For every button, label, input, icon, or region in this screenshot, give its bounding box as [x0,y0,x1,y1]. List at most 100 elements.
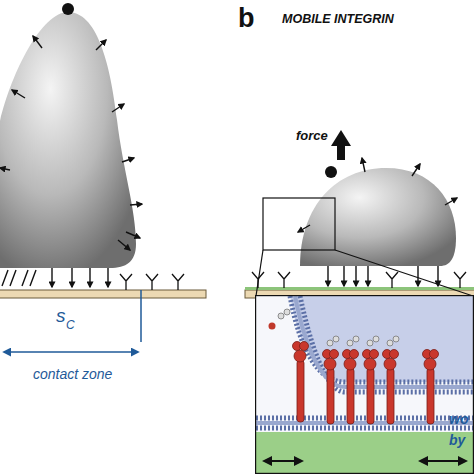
bound-integrin [355,266,356,286]
integrin [297,360,304,422]
bound-integrin [107,268,108,287]
ligand [252,272,466,288]
glycan [284,309,290,315]
bound-integrin [417,266,418,286]
glycan [347,340,353,346]
surface-receptor [118,240,130,250]
surface-receptor [362,158,365,172]
ligand [120,274,132,290]
substrate [0,290,206,298]
integrin [330,350,339,359]
bound-integrin [2,270,8,286]
bound-integrin [71,268,72,287]
substrate [245,287,474,290]
surface-receptor [122,158,134,162]
bound-integrin [343,266,344,286]
surface-receptor [0,36,142,250]
ligand [120,274,184,290]
integrin [387,368,394,424]
ligand [454,272,466,288]
surface-receptor [33,36,42,48]
bound-integrin [367,266,368,286]
integrin [424,358,436,370]
diffusion-arrow [420,460,466,462]
bound-integrin [328,266,438,286]
integrin [367,368,374,424]
glycan [353,336,359,342]
glycan [367,340,373,346]
surface-receptor [0,168,10,170]
zoom-box [263,198,335,250]
note-text: wo [449,412,468,426]
integrin [327,368,334,424]
surface-receptor [12,90,25,98]
glycan [278,309,399,346]
integrin [390,350,399,359]
zoom-box [256,250,263,296]
integrin [370,350,379,359]
integrin [384,358,396,370]
integrin [347,368,354,424]
ligand [146,274,158,290]
bound-integrin [30,270,36,286]
integrin [324,358,336,370]
integrin [364,358,376,370]
membrane-inset [256,296,474,474]
surface-receptor [412,164,420,176]
glycan [387,340,393,346]
glycan [393,336,399,342]
bound-integrin [437,266,438,286]
glycan [327,340,333,346]
bound-integrin [22,270,28,286]
dimension-line [4,351,138,353]
surface-receptor [298,225,310,232]
ligand [278,272,290,288]
cell-body [62,3,74,15]
surface-receptor [112,104,124,112]
panel-letter: b [238,5,255,32]
integrin [294,350,306,362]
integrin [293,342,439,425]
bound-integrin [10,270,16,286]
cell-body [300,168,456,266]
ion [269,323,276,330]
cell-body [0,12,136,268]
membrane-inset [256,296,473,382]
zoom-box [335,250,473,296]
membrane-inset [290,296,473,382]
bound-integrin [89,268,90,287]
bound-integrin [2,268,108,287]
surface-receptor [96,40,106,50]
membrane-inset [256,432,473,473]
membrane-inset [256,296,474,474]
cell-body [325,166,337,178]
panel-title: MOBILE INTEGRIN [282,13,394,26]
membrane-inset [256,426,473,431]
membrane-inset [256,421,473,425]
surface-receptor [126,232,140,238]
ligand [386,272,398,288]
membrane-inset [256,416,473,421]
force-arrow [331,130,351,160]
ion [269,323,276,330]
dimension-label: contact zone [33,367,112,381]
dimension-symbol: s [56,306,66,325]
glycan [333,336,339,342]
ligand [172,274,184,290]
bound-integrin [51,268,52,287]
diffusion-arrow [264,460,302,462]
integrin [300,342,309,351]
cell-body [0,3,136,268]
dimension-subscript: C [66,319,75,331]
substrate [0,290,206,298]
dimension-line [4,290,141,352]
integrin [350,350,359,359]
dimension-line [140,290,142,342]
note-text: by [449,433,465,447]
glycan [278,313,284,319]
surface-receptor [298,158,457,232]
integrin [344,358,356,370]
integrin [427,368,434,424]
surface-receptor [445,198,457,205]
